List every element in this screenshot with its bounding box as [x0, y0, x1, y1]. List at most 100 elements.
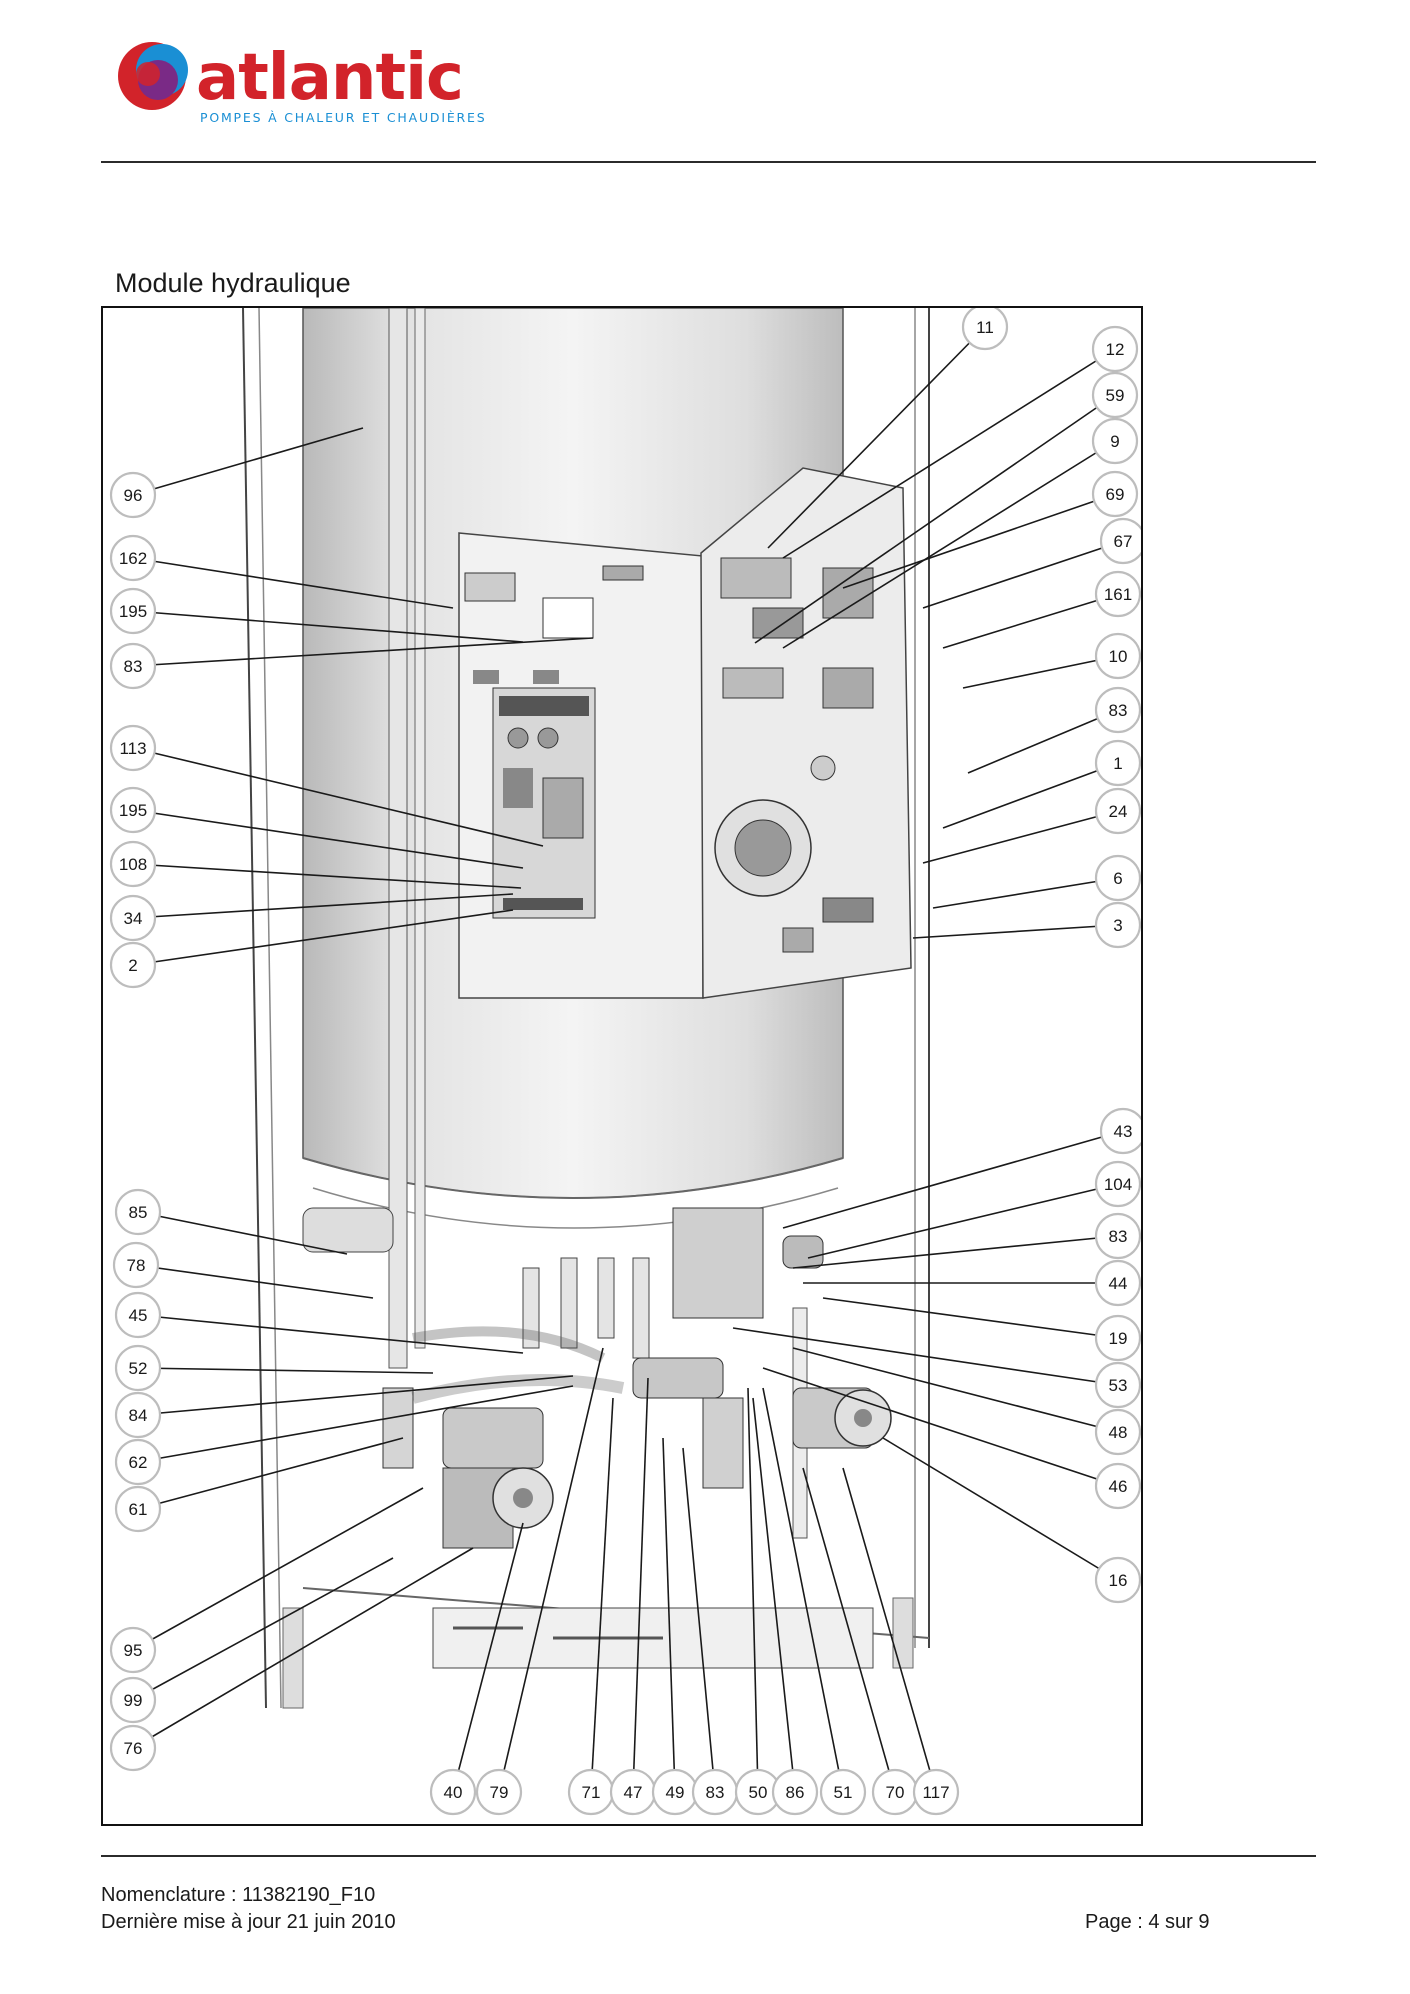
callout-number: 71 [582, 1783, 601, 1802]
section-title: Module hydraulique [115, 268, 351, 298]
footer-nomenclature: Nomenclature : 11382190_F10 [101, 1884, 376, 1906]
callout-bubble [1094, 1556, 1141, 1604]
leader-line [752, 1397, 796, 1793]
callout-left-13: 84 [114, 1391, 162, 1439]
callout-labels: 9616219583113195108342857845528462619599… [109, 308, 1141, 1816]
callout-number: 195 [119, 801, 147, 820]
leader-line [922, 810, 1119, 864]
callout-bottom-48: 86 [771, 1768, 819, 1816]
callout-bubble [1094, 1160, 1141, 1208]
footer-page-number: Page : 4 sur 9 [1085, 1911, 1210, 1933]
leader-line [132, 863, 522, 889]
leader-line [132, 557, 454, 609]
callout-bubble [109, 724, 157, 772]
callout-number: 104 [1104, 1175, 1132, 1194]
callout-number: 3 [1113, 916, 1122, 935]
callout-number: 83 [706, 1783, 725, 1802]
callout-left-18: 76 [109, 1724, 157, 1772]
callout-number: 46 [1109, 1477, 1128, 1496]
callout-bubble [1094, 1462, 1141, 1510]
brand-name: atlantic [196, 41, 464, 115]
leader-line [807, 1183, 1119, 1259]
leader-line [137, 1211, 348, 1255]
callout-left-9: 85 [114, 1188, 162, 1236]
callout-bubble [1091, 417, 1139, 465]
leader-line [632, 1377, 649, 1793]
leader-line [782, 1130, 1124, 1229]
callout-bubble [961, 308, 1009, 351]
exploded-diagram-drawing: 9616219583113195108342857845528462619599… [109, 308, 1141, 1816]
callout-right-33: 104 [1094, 1160, 1141, 1208]
leader-line [802, 1467, 896, 1793]
callout-number: 19 [1109, 1329, 1128, 1348]
callout-bottom-50: 70 [871, 1768, 919, 1816]
callout-bubble [109, 1724, 157, 1772]
callout-number: 61 [129, 1500, 148, 1519]
callout-bottom-46: 83 [691, 1768, 739, 1816]
callout-bubble [771, 1768, 819, 1816]
brand-tagline: POMPES À CHALEUR ET CHAUDIÈRES [200, 110, 487, 125]
callout-number: 113 [119, 739, 146, 758]
callout-number: 69 [1106, 485, 1125, 504]
callout-number: 11 [976, 318, 994, 337]
callout-bubble [1099, 1107, 1141, 1155]
callout-right-24: 67 [1099, 517, 1141, 565]
callout-left-5: 195 [109, 786, 157, 834]
leader-line [762, 1387, 844, 1793]
callout-number: 51 [834, 1783, 853, 1802]
callout-bubble [1099, 517, 1141, 565]
callout-number: 16 [1109, 1571, 1128, 1590]
callout-right-20: 12 [1091, 325, 1139, 373]
callout-number: 48 [1109, 1423, 1128, 1442]
callout-bubble [1094, 739, 1141, 787]
callout-right-38: 48 [1094, 1408, 1141, 1456]
callout-number: 108 [119, 855, 147, 874]
electrical-panel [700, 467, 912, 999]
leader-line [792, 1347, 1119, 1433]
callout-left-1: 162 [109, 534, 157, 582]
leader-line [132, 610, 524, 643]
leader-line [942, 762, 1119, 829]
leader-line [762, 1367, 1119, 1487]
callout-number: 34 [124, 909, 143, 928]
callout-bubble [1094, 1212, 1141, 1260]
leader-line [132, 909, 514, 966]
callout-number: 117 [922, 1783, 949, 1802]
callout-bottom-49: 51 [819, 1768, 867, 1816]
callout-right-26: 10 [1094, 632, 1141, 680]
leader-line [132, 427, 364, 496]
leader-line [135, 1264, 374, 1299]
callout-number: 43 [1114, 1122, 1133, 1141]
callout-bubble [109, 587, 157, 635]
callout-bubble [1094, 632, 1141, 680]
callout-number: 45 [129, 1306, 148, 1325]
callout-bubble [114, 1344, 162, 1392]
callout-bubble [912, 1768, 960, 1816]
callout-right-22: 9 [1091, 417, 1139, 465]
leader-line [842, 493, 1116, 589]
callout-left-14: 62 [114, 1438, 162, 1486]
callout-number: 78 [127, 1256, 146, 1275]
callout-number: 53 [1109, 1376, 1128, 1395]
callout-number: 40 [444, 1783, 463, 1802]
callout-number: 96 [124, 486, 143, 505]
callout-bubble [1091, 371, 1139, 419]
leader-line [822, 1297, 1119, 1339]
leader-line [137, 1375, 574, 1416]
callout-number: 83 [124, 657, 143, 676]
leader-line [132, 1557, 394, 1701]
callout-bubble [1094, 1259, 1141, 1307]
callout-bubble [1094, 901, 1141, 949]
callout-number: 162 [119, 549, 147, 568]
callout-bubble [114, 1485, 162, 1533]
leader-line [137, 1367, 434, 1374]
callout-bottom-41: 40 [429, 1768, 477, 1816]
callout-bubble [114, 1188, 162, 1236]
leader-line [137, 1437, 404, 1510]
callout-right-39: 46 [1094, 1462, 1141, 1510]
callout-number: 83 [1109, 1227, 1128, 1246]
callout-bubble [109, 1626, 157, 1674]
callout-number: 86 [786, 1783, 805, 1802]
callout-right-23: 69 [1091, 470, 1139, 518]
leader-line [747, 1387, 759, 1793]
